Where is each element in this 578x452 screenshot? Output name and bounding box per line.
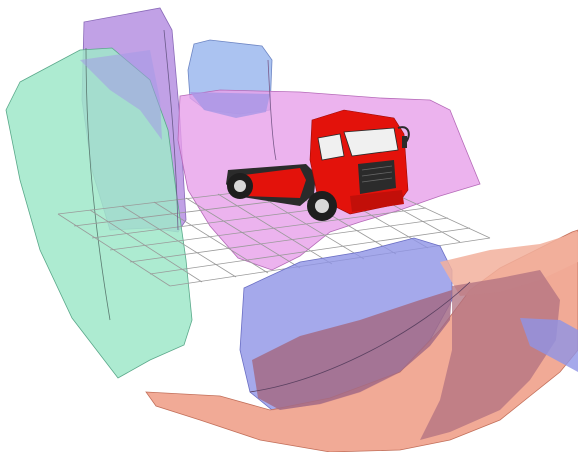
- truck-grille: [358, 160, 396, 194]
- truck-front-rim: [315, 199, 329, 213]
- truck-side-window: [318, 134, 344, 160]
- truck-rear-rim: [234, 180, 246, 192]
- truck-mirror: [402, 136, 407, 148]
